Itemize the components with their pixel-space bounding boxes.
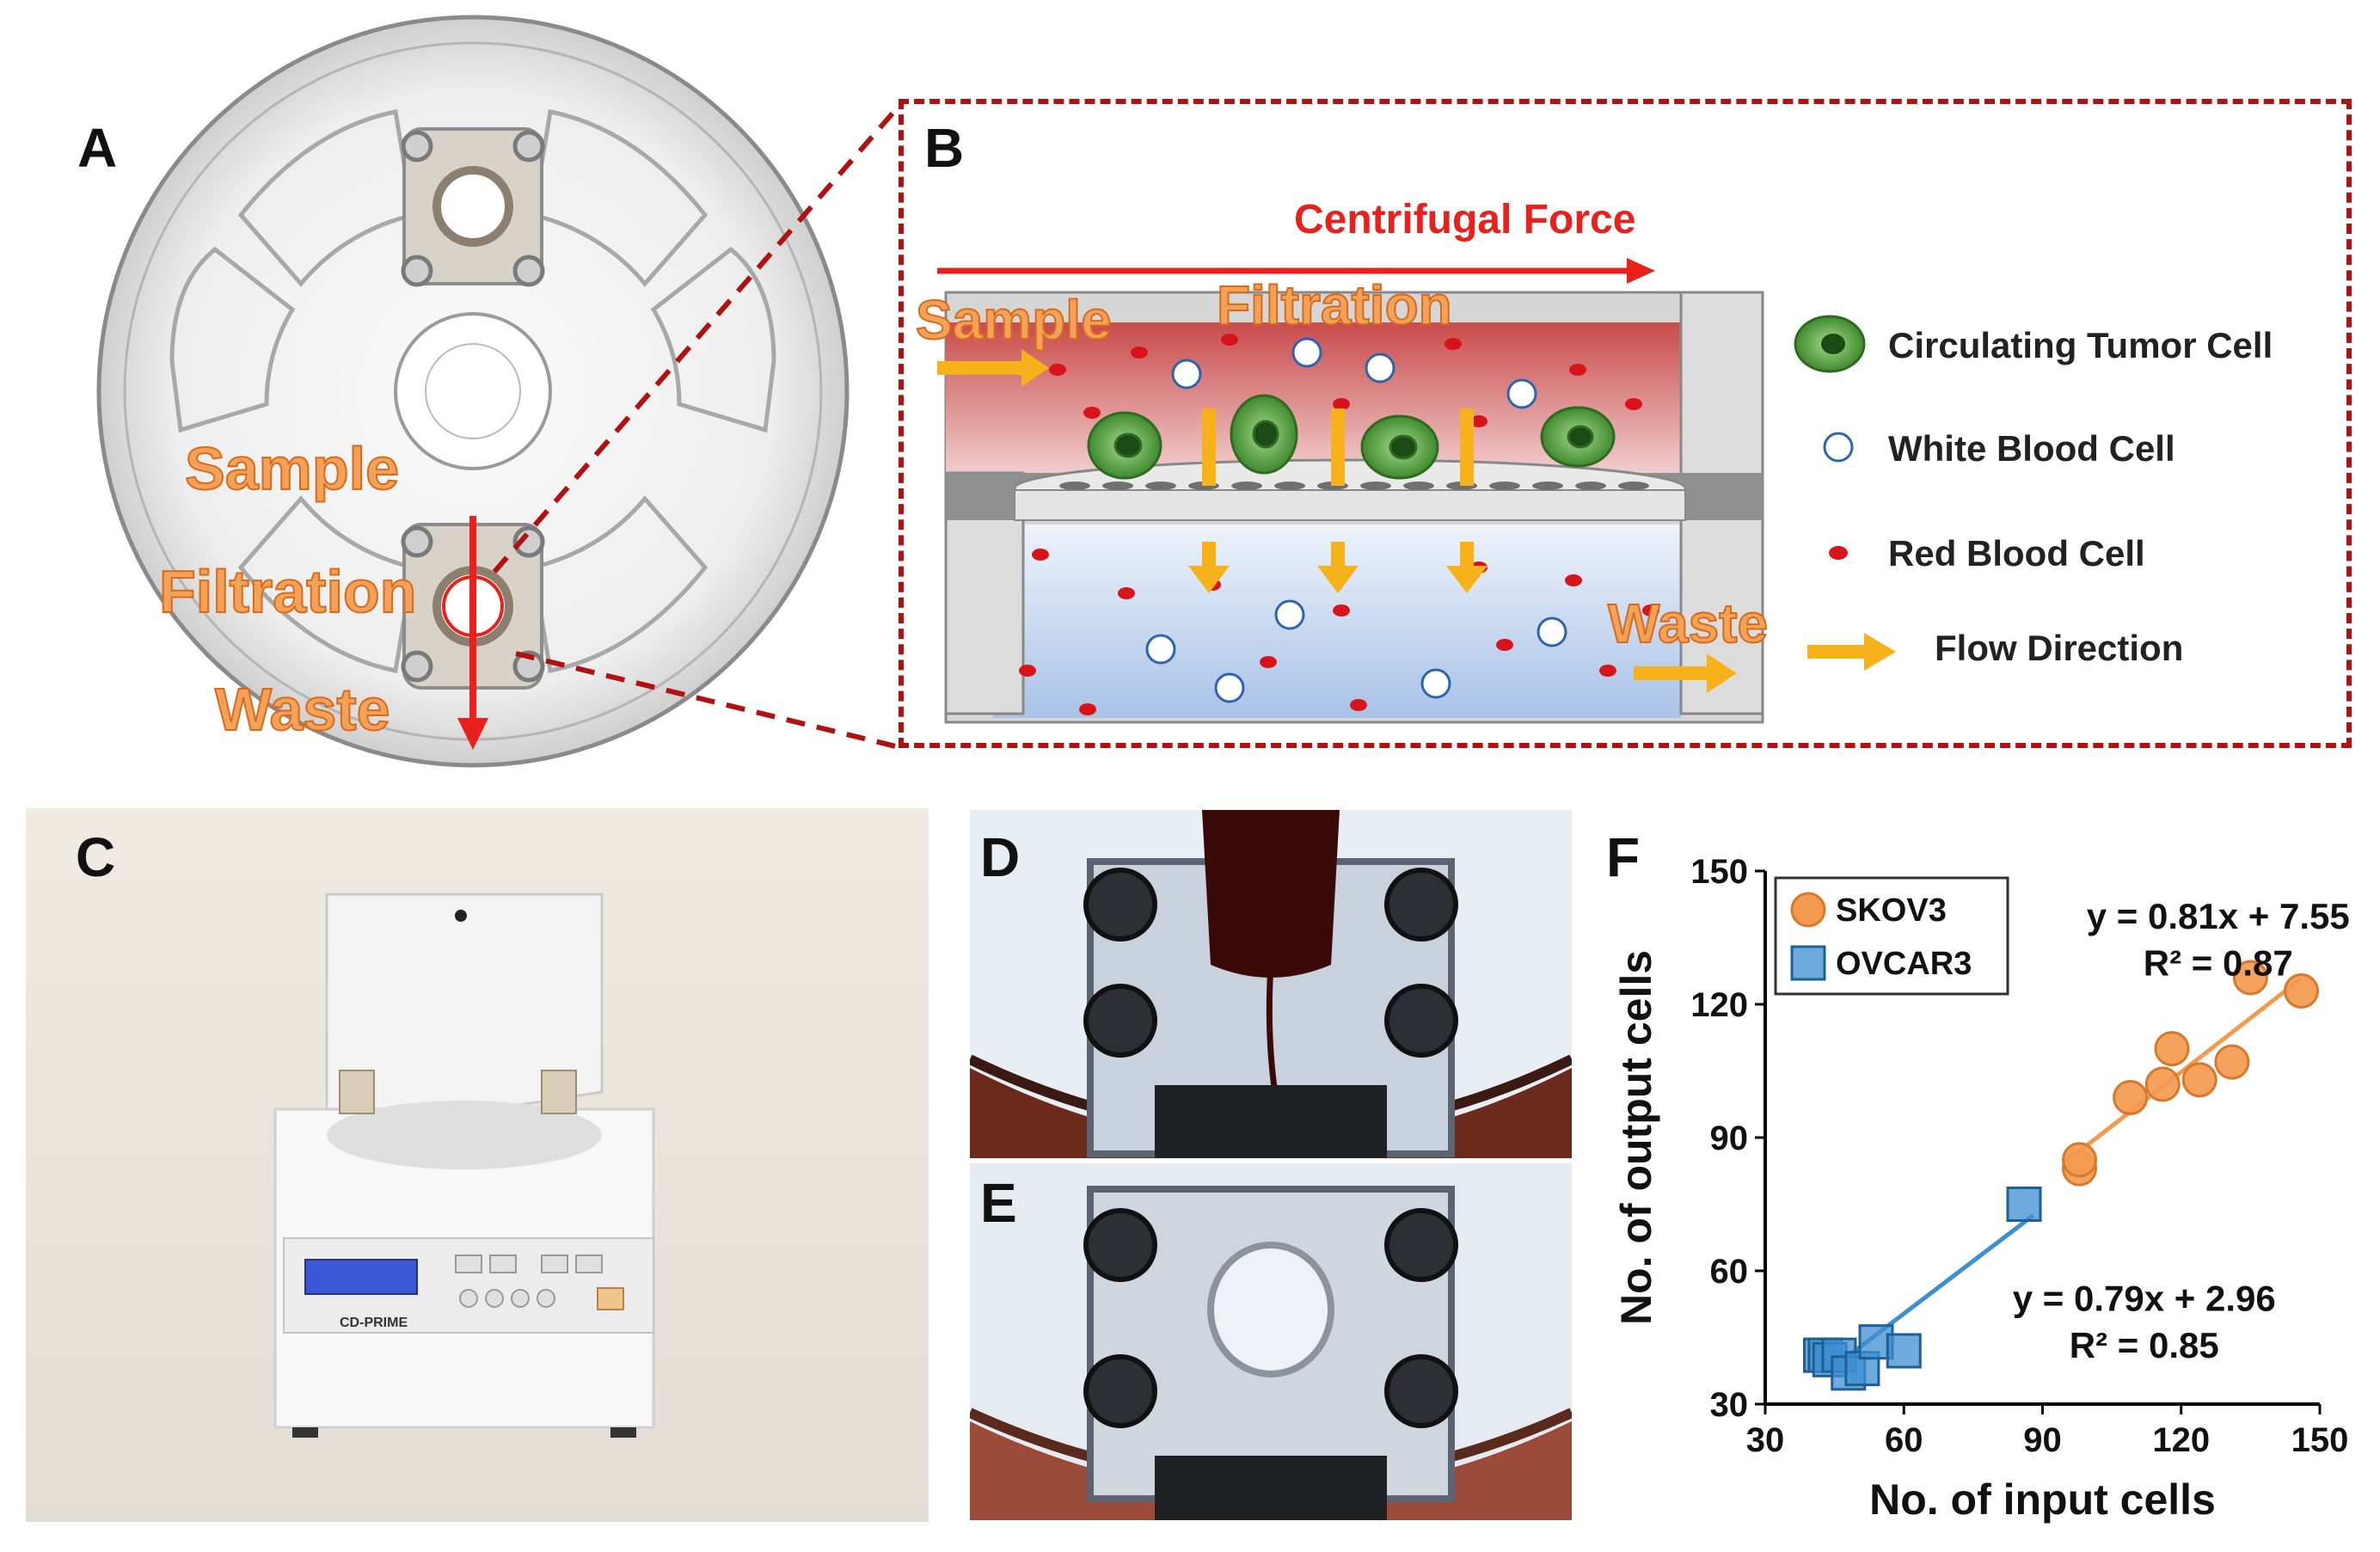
panel-b-letter: B xyxy=(924,117,965,179)
data-point-ovcar3 xyxy=(2006,1187,2042,1222)
rbc-legend-icon xyxy=(1829,546,1848,560)
data-point-skov3 xyxy=(2232,960,2268,996)
panel-d-photo xyxy=(970,810,1572,1158)
device-model-label: CD-PRIME xyxy=(340,1316,408,1330)
legend-wbc-label: White Blood Cell xyxy=(1888,428,2175,469)
x-tick-label: 150 xyxy=(2291,1421,2349,1459)
panel-b-waste-label: Waste xyxy=(1607,592,1769,655)
x-axis-label: No. of input cells xyxy=(1869,1475,2216,1524)
panel-b-filtration-label: Filtration xyxy=(1216,273,1453,337)
legend-ovcar3-label: OVCAR3 xyxy=(1836,946,1972,982)
data-point-skov3 xyxy=(2154,1031,2190,1067)
panel-c-letter: C xyxy=(76,826,116,888)
x-tick-label: 90 xyxy=(2023,1421,2062,1459)
panel-d-letter: D xyxy=(980,826,1021,888)
data-point-skov3 xyxy=(2113,1080,2149,1115)
panel-a-sample-label: Sample xyxy=(184,434,400,503)
centrifuge-device xyxy=(273,893,655,1438)
data-point-skov3 xyxy=(2062,1142,2097,1178)
panel-e-photo xyxy=(970,1163,1572,1520)
data-point-ovcar3 xyxy=(1886,1333,1922,1369)
panel-b-frame xyxy=(899,99,2352,748)
data-point-skov3 xyxy=(2214,1044,2250,1080)
legend-ctc-label: Circulating Tumor Cell xyxy=(1888,325,2273,365)
panel-b-sample-label: Sample xyxy=(915,288,1113,352)
panel-b-legend-symbols xyxy=(1794,315,1896,671)
panel-a-filtration-label: Filtration xyxy=(158,557,417,626)
panel-a-letter: A xyxy=(77,117,118,179)
legend-ovcar3-marker xyxy=(1790,945,1826,981)
x-tick-label: 30 xyxy=(1746,1421,1785,1459)
data-point-skov3 xyxy=(2144,1066,2181,1102)
zoom-connector-lines xyxy=(492,100,905,751)
y-tick-label: 120 xyxy=(1690,986,1748,1024)
ovcar3-equation: y = 0.79x + 2.96 xyxy=(2013,1279,2276,1319)
y-axis-label: No. of output cells xyxy=(1612,950,1660,1325)
data-point-skov3 xyxy=(2181,1062,2217,1098)
legend-skov3-label: SKOV3 xyxy=(1836,893,1947,929)
centrifugal-force-label: Centrifugal Force xyxy=(1294,197,1636,242)
y-tick-label: 60 xyxy=(1710,1253,1749,1291)
y-tick-label: 90 xyxy=(1710,1120,1749,1157)
legend-flow-label: Flow Direction xyxy=(1935,628,2184,668)
skov3-r2: R² = 0.87 xyxy=(2144,942,2293,983)
x-tick-label: 60 xyxy=(1885,1421,1923,1459)
x-tick-label: 120 xyxy=(2152,1421,2210,1459)
panel-b-schematic xyxy=(937,258,1764,724)
y-tick-label: 30 xyxy=(1710,1386,1749,1424)
legend-skov3-marker xyxy=(1790,892,1826,928)
data-point-skov3 xyxy=(2284,973,2319,1009)
panel-f-letter: F xyxy=(1606,826,1641,888)
panel-a-waste-label: Waste xyxy=(214,675,391,744)
skov3-equation: y = 0.81x + 7.55 xyxy=(2087,896,2350,936)
panel-e-letter: E xyxy=(980,1172,1017,1234)
y-tick-label: 150 xyxy=(1690,853,1748,891)
ovcar3-r2: R² = 0.85 xyxy=(2070,1325,2219,1365)
wbc-legend-icon xyxy=(1823,432,1854,463)
flow-legend-icon xyxy=(1864,633,1896,671)
panel-a-disc-image xyxy=(96,15,850,768)
legend-rbc-label: Red Blood Cell xyxy=(1888,533,2145,574)
